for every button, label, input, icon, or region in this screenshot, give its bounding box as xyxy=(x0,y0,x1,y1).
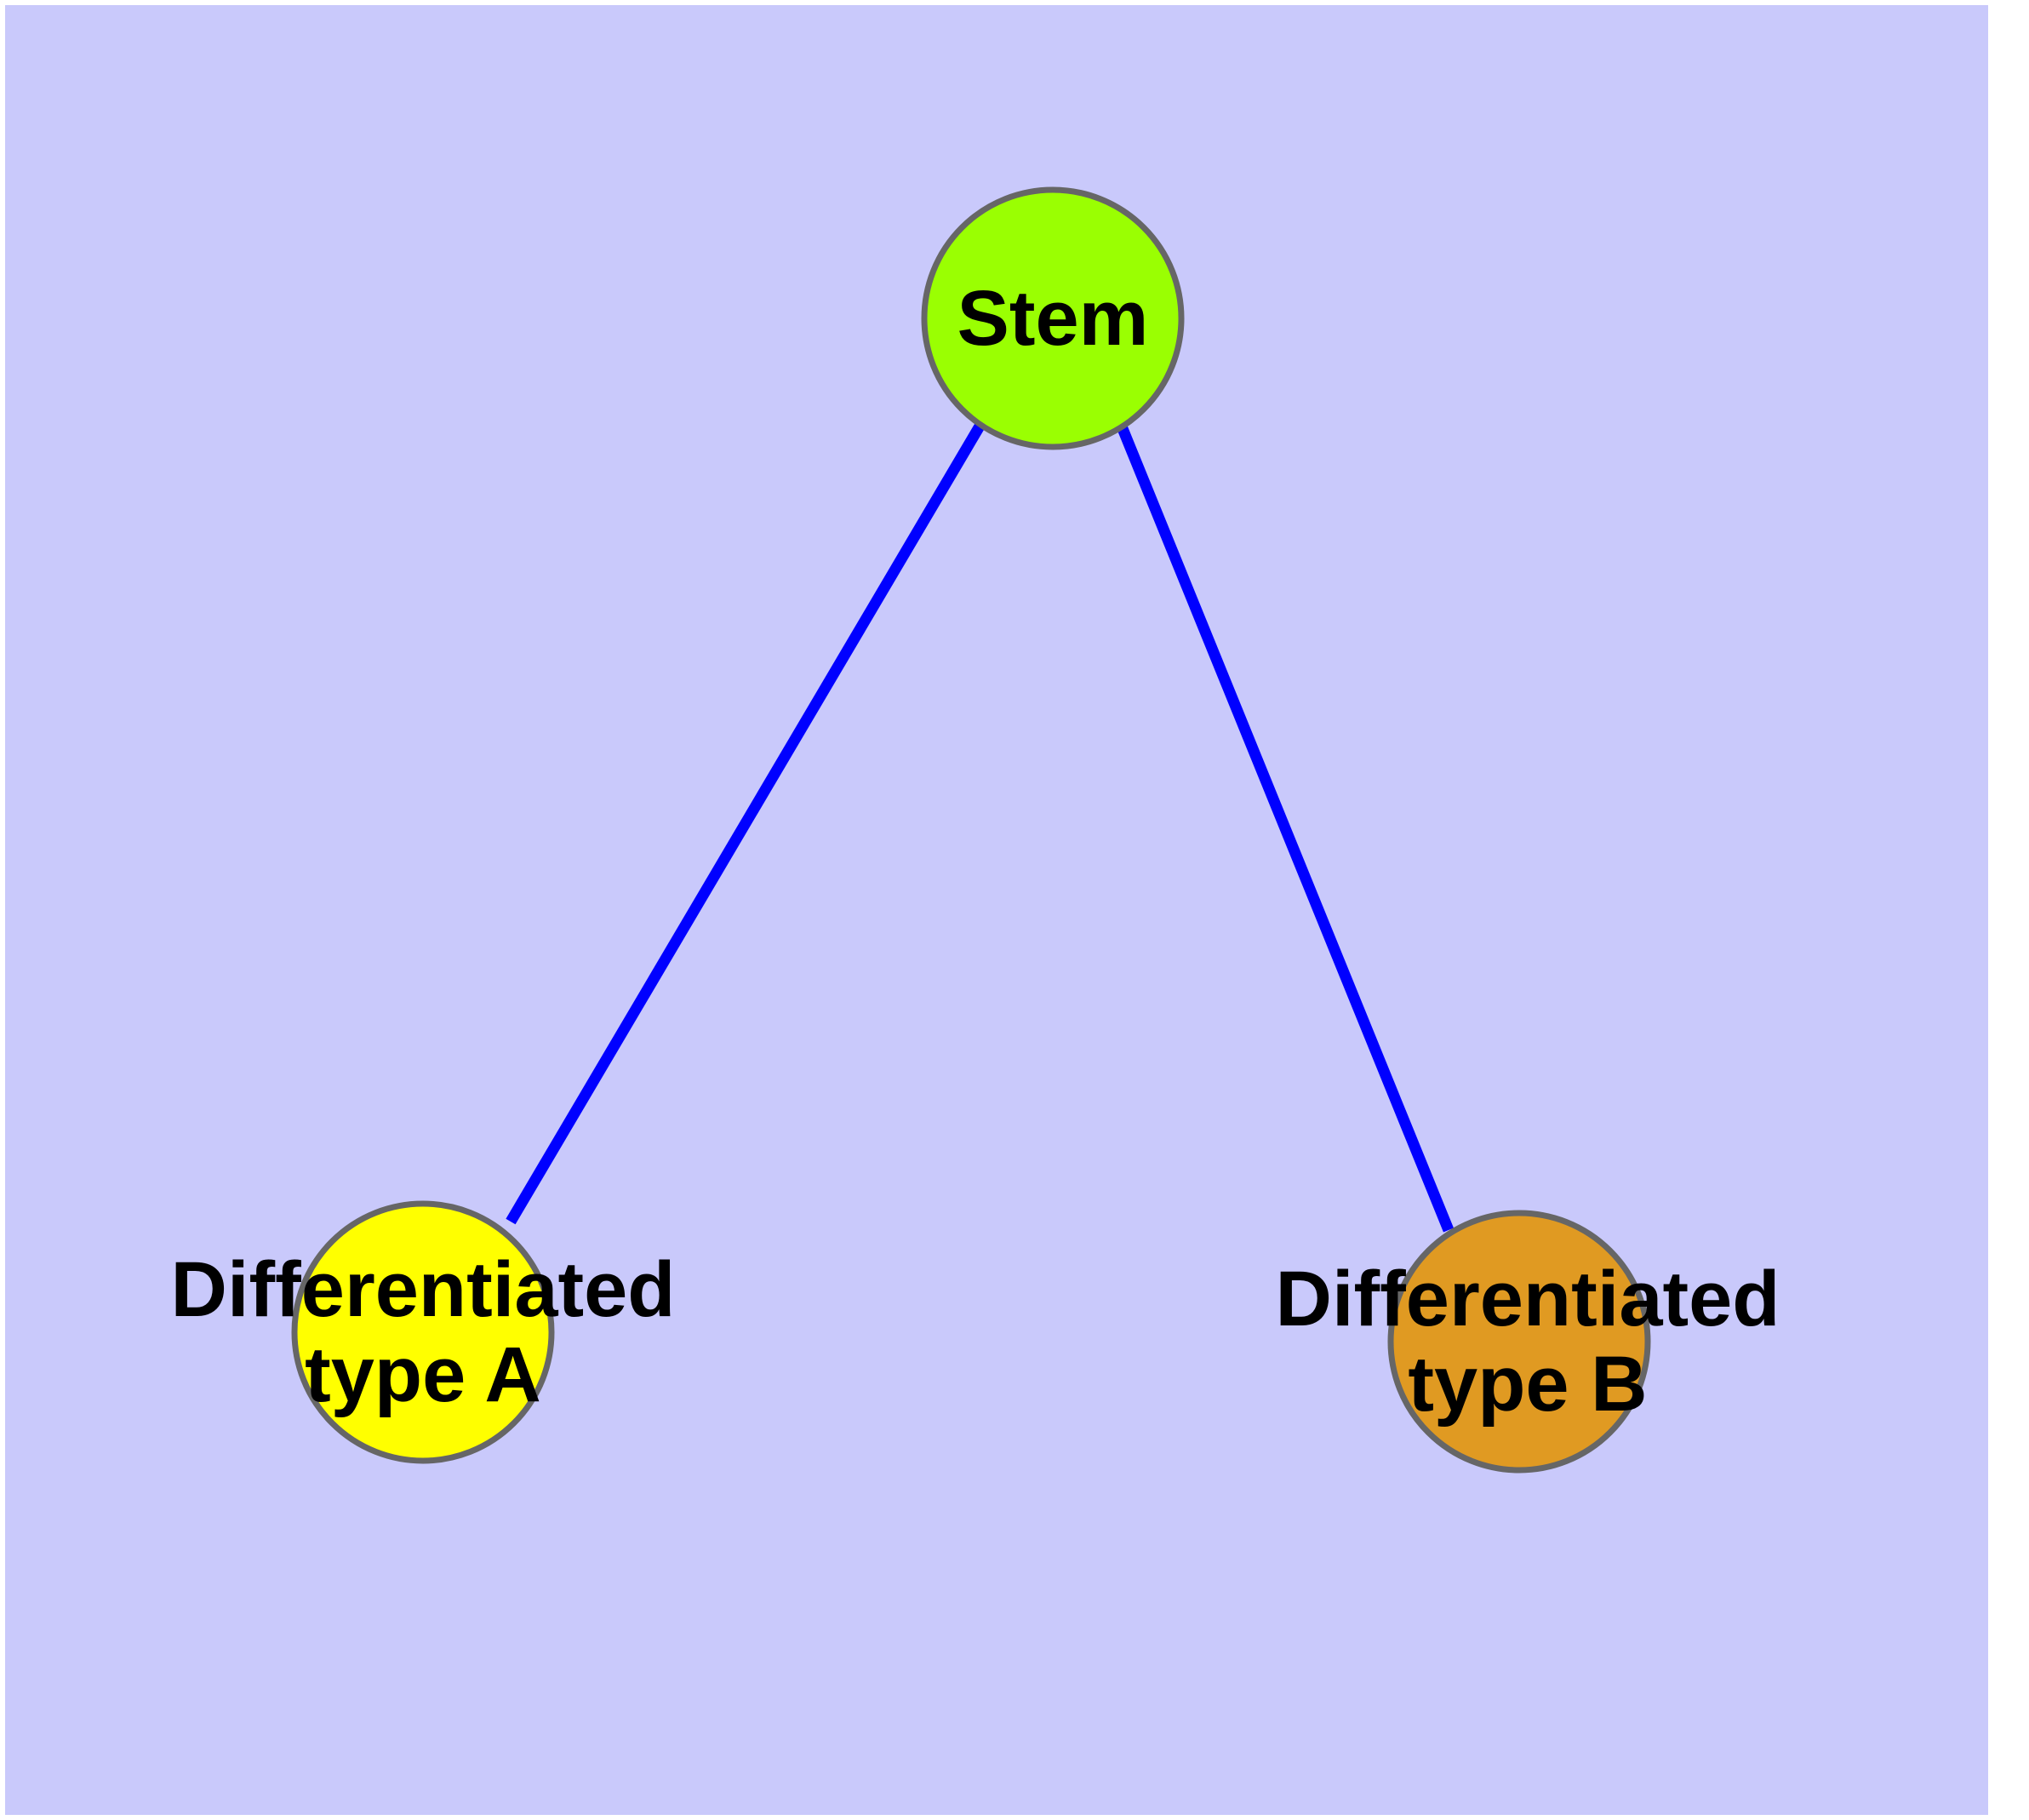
node-label-line: Differentiated xyxy=(171,1246,676,1333)
edge-stem-to-diff-a[interactable] xyxy=(506,421,986,1225)
nodes-layer xyxy=(291,186,1651,1474)
node-diff-a[interactable] xyxy=(291,1200,555,1464)
node-label-stem: Stem xyxy=(957,275,1149,362)
node-label-line: type A xyxy=(305,1331,541,1418)
edges-layer xyxy=(506,421,1455,1233)
node-diff-b[interactable] xyxy=(1387,1210,1651,1474)
node-label-line: type B xyxy=(1408,1341,1647,1428)
node-label-line: Differentiated xyxy=(1276,1256,1780,1342)
node-label-line: Stem xyxy=(957,275,1149,362)
edge-stem-to-diff-b[interactable] xyxy=(1116,424,1455,1233)
node-stem[interactable] xyxy=(921,186,1185,450)
